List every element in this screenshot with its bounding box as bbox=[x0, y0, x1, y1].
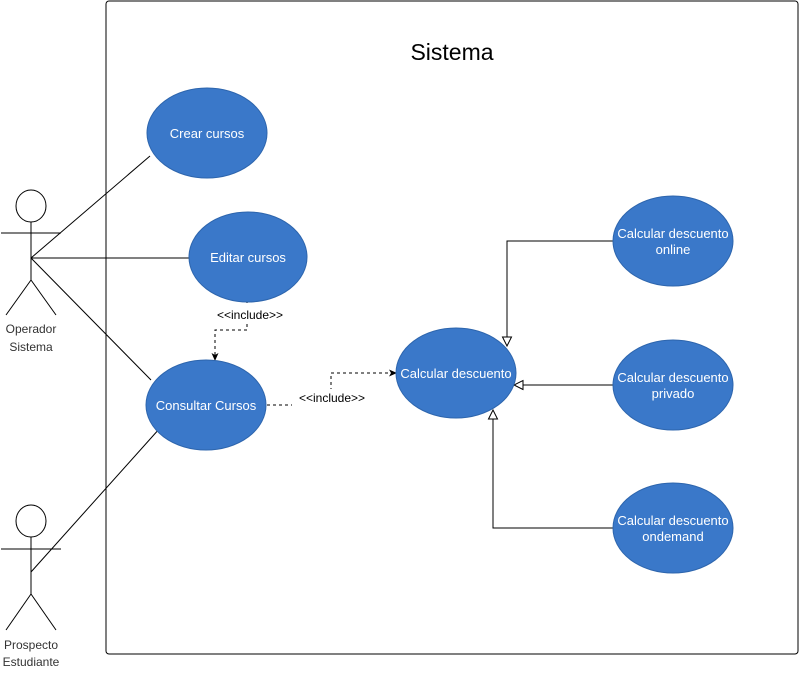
include-label-2: <<include>> bbox=[299, 391, 365, 405]
use-case-calcular-descuento-privado[interactable]: Calcular descuento privado bbox=[612, 339, 734, 431]
use-case-consultar-cursos-shape[interactable] bbox=[145, 359, 267, 451]
actor-operador-left-leg bbox=[5, 279, 32, 316]
use-case-calcular-descuento-privado-label-line-1: Calcular descuento bbox=[617, 370, 728, 385]
use-case-crear-cursos[interactable]: Crear cursos bbox=[146, 87, 268, 179]
actor-prospecto-head bbox=[15, 504, 47, 538]
use-case-editar-cursos[interactable]: Editar cursos bbox=[188, 211, 308, 303]
use-case-consultar-cursos[interactable]: Consultar Cursos bbox=[145, 359, 267, 451]
use-case-calcular-descuento-shape[interactable] bbox=[395, 327, 517, 419]
actor-prospecto-label-line-2: Estudiante bbox=[3, 655, 60, 669]
actor-prospecto-right-leg bbox=[30, 593, 57, 631]
generalization-ondemand bbox=[487, 408, 614, 529]
use-case-editar-cursos-label: Editar cursos bbox=[210, 250, 286, 265]
actor-operador bbox=[1, 189, 61, 316]
use-case-calcular-descuento-online-label-line-2: online bbox=[656, 242, 691, 257]
include-label-1: <<include>> bbox=[217, 308, 283, 322]
use-case-calcular-descuento-ondemand[interactable]: Calcular descuento ondemand bbox=[612, 482, 734, 574]
actor-operador-right-leg bbox=[30, 279, 57, 316]
use-case-calcular-descuento[interactable]: Calcular descuento bbox=[395, 327, 517, 419]
use-case-calcular-descuento-label: Calcular descuento bbox=[400, 366, 511, 381]
use-case-calcular-descuento-online-label-line-1: Calcular descuento bbox=[617, 226, 728, 241]
use-case-crear-cursos-label: Crear cursos bbox=[170, 126, 245, 141]
actor-operador-label-line-1: Operador bbox=[6, 322, 57, 336]
use-case-calcular-descuento-online-shape[interactable] bbox=[612, 195, 734, 287]
association-operador-crear bbox=[30, 155, 151, 259]
use-case-calcular-descuento-online[interactable]: Calcular descuento online bbox=[612, 195, 734, 287]
use-case-calcular-descuento-ondemand-label-line-2: ondemand bbox=[642, 529, 703, 544]
actor-prospecto-label-line-1: Prospecto bbox=[4, 638, 58, 652]
actor-prospecto bbox=[1, 504, 61, 631]
actor-operador-label-line-2: Sistema bbox=[9, 340, 53, 354]
actor-operador-head bbox=[15, 189, 47, 223]
include-label-bg-1 bbox=[209, 306, 289, 323]
include-label-bg-2 bbox=[292, 389, 372, 406]
use-case-calcular-descuento-ondemand-label-line-1: Calcular descuento bbox=[617, 513, 728, 528]
use-case-consultar-cursos-label: Consultar Cursos bbox=[156, 398, 257, 413]
actor-prospecto-left-leg bbox=[5, 593, 32, 631]
generalization-online bbox=[501, 240, 614, 348]
use-case-calcular-descuento-privado-label-line-2: privado bbox=[652, 386, 695, 401]
use-case-calcular-descuento-privado-shape[interactable] bbox=[612, 339, 734, 431]
use-case-editar-cursos-shape[interactable] bbox=[188, 211, 308, 303]
system-boundary bbox=[105, 0, 799, 655]
use-case-crear-cursos-shape[interactable] bbox=[146, 87, 268, 179]
association-prospecto-consultar bbox=[30, 427, 161, 573]
use-case-calcular-descuento-ondemand-shape[interactable] bbox=[612, 482, 734, 574]
system-title: Sistema bbox=[410, 39, 493, 65]
association-operador-consultar bbox=[30, 257, 152, 381]
associations bbox=[30, 155, 190, 573]
